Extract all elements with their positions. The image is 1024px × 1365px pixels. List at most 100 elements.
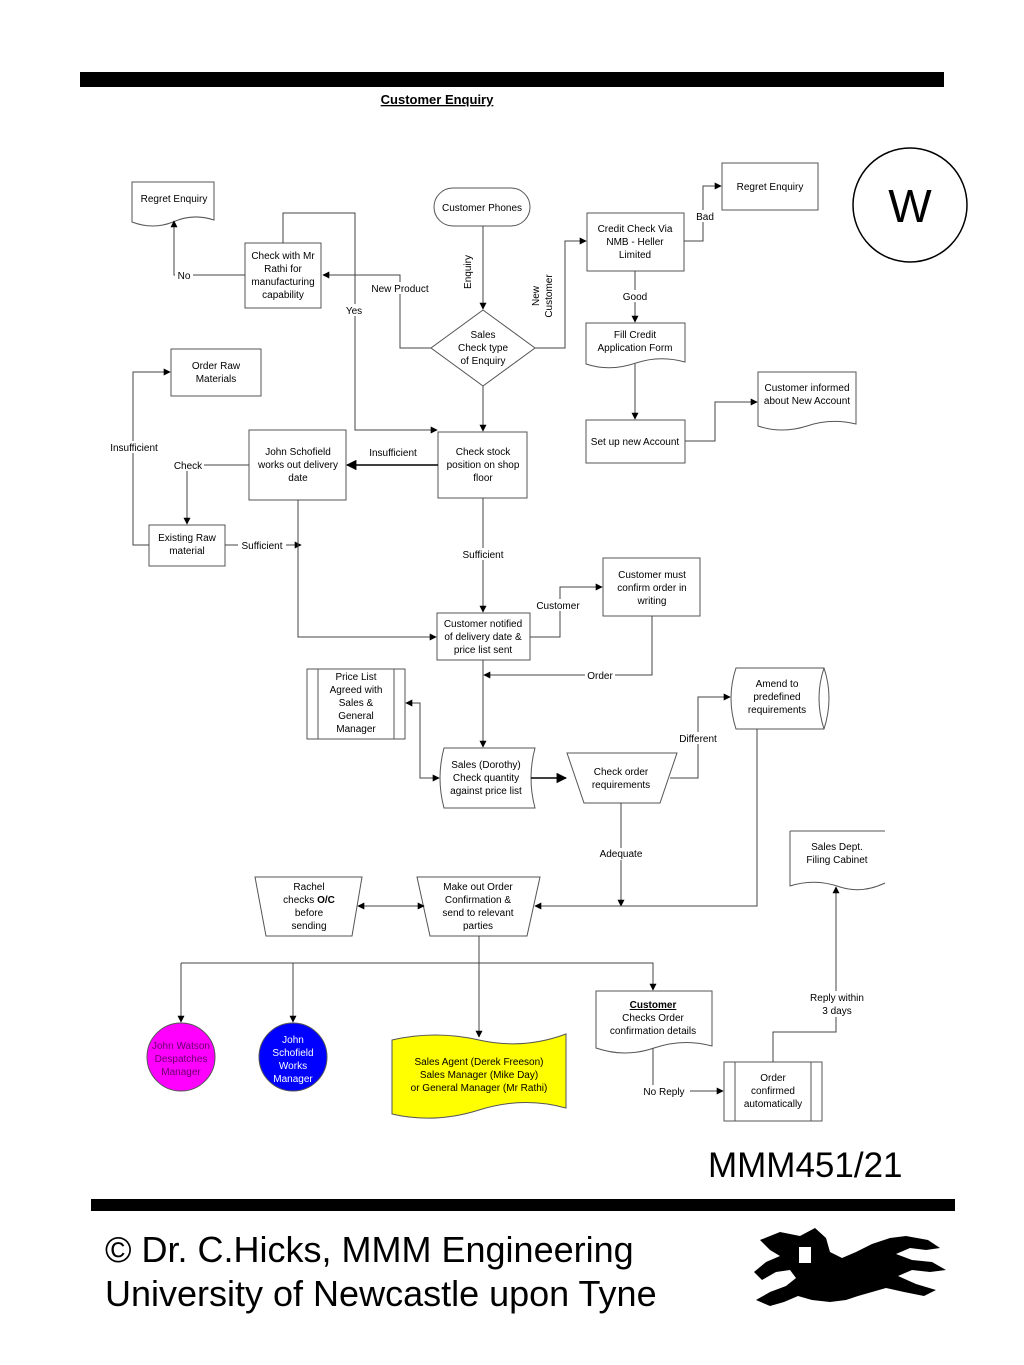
existing-raw-label-1: Existing Raw — [158, 533, 217, 544]
rachel-label-2: checks O/C — [283, 895, 335, 906]
customer-checks-label-3: confirmation details — [610, 1026, 696, 1037]
edge-label-sufficient-mid: Sufficient — [463, 550, 504, 561]
customer-phones-label: Customer Phones — [442, 203, 522, 214]
sales-agent-label-1: Sales Agent (Derek Freeson) — [415, 1057, 544, 1068]
customer-informed-node — [757, 371, 857, 431]
sales-dorothy-label-1: Sales (Dorothy) — [451, 760, 520, 771]
existing-raw-node — [148, 524, 226, 567]
rachel-label-2b: O/C — [317, 895, 335, 906]
price-list-label-4: General — [338, 711, 374, 722]
edge-label-enquiry: Enquiry — [463, 255, 474, 289]
sales-check-label-1: Sales — [470, 330, 495, 341]
order-confirmed-label-1: Order — [760, 1073, 786, 1084]
john-schofield-label-2: works out delivery — [257, 460, 338, 471]
customer-informed-label-2: about New Account — [764, 396, 850, 407]
edge-label-order: Order — [587, 671, 613, 682]
price-list-node — [306, 668, 406, 740]
order-confirmed-node — [723, 1061, 823, 1122]
john-schofield-wm-label-3: Works — [279, 1061, 307, 1072]
top-bar — [80, 72, 944, 87]
university-lion-logo — [754, 1228, 946, 1306]
rachel-label-3: before — [295, 908, 324, 919]
sales-filing-node — [789, 830, 886, 891]
john-schofield-wm-node — [258, 1022, 328, 1092]
edge-label-bad: Bad — [696, 212, 714, 223]
badge-circle — [852, 147, 968, 263]
bottom-bar — [91, 1199, 955, 1211]
check-rathi-label-4: capability — [262, 290, 304, 301]
sales-agent-node — [391, 1033, 567, 1119]
check-rathi-node — [244, 242, 322, 309]
john-schofield-wm-label-1: John — [282, 1035, 304, 1046]
rachel-label-2a: checks — [283, 895, 314, 906]
page-title: Customer Enquiry — [381, 92, 494, 107]
john-schofield-wm-label-4: Manager — [273, 1074, 313, 1085]
edge-label-insufficient-left: Insufficient — [110, 443, 158, 454]
regret-left-label: Regret Enquiry — [141, 194, 208, 205]
sales-filing-label-2: Filing Cabinet — [806, 855, 867, 866]
amend-label-1: Amend to — [756, 679, 799, 690]
regret-enquiry-right-node — [721, 162, 819, 211]
check-stock-label-3: floor — [473, 473, 493, 484]
edge-label-different: Different — [679, 734, 717, 745]
price-list-label-3: Sales & — [339, 698, 374, 709]
footer-line-2: University of Newcastle upon Tyne — [105, 1273, 657, 1314]
check-stock-label-2: position on shop — [447, 460, 520, 471]
fill-credit-label-2: Application Form — [597, 343, 672, 354]
amend-label-2: predefined — [753, 692, 800, 703]
customer-must-label-1: Customer must — [618, 570, 686, 581]
sales-check-label-2: Check type — [458, 343, 508, 354]
existing-raw-label-2: material — [169, 546, 205, 557]
sales-dorothy-node — [439, 747, 536, 809]
make-order-label-2: Confirmation & — [445, 895, 511, 906]
badge-letter: W — [888, 180, 932, 232]
rachel-label-1: Rachel — [293, 882, 324, 893]
edge-label-no-reply: No Reply — [643, 1087, 684, 1098]
edge-label-good: Good — [623, 292, 647, 303]
sales-dorothy-label-2: Check quantity — [453, 773, 519, 784]
order-raw-node — [170, 348, 262, 397]
john-watson-label-2: Despatches — [155, 1054, 208, 1065]
price-list-label-2: Agreed with — [330, 685, 383, 696]
john-schofield-delivery-node — [248, 429, 347, 501]
customer-must-label-3: writing — [637, 596, 667, 607]
price-list-label-5: Manager — [336, 724, 376, 735]
edge-label-yes: Yes — [346, 306, 362, 317]
check-rathi-label-2: Rathi for — [264, 264, 302, 275]
set-up-account-label: Set up new Account — [591, 437, 680, 448]
footer-line-1: © Dr. C.Hicks, MMM Engineering — [105, 1229, 634, 1270]
page-code: MMM451/21 — [708, 1146, 903, 1185]
customer-notified-label-1: Customer notified — [444, 619, 522, 630]
customer-notified-node — [436, 612, 531, 661]
check-rathi-label-1: Check with Mr — [251, 251, 315, 262]
check-rathi-label-3: manufacturing — [251, 277, 314, 288]
sales-agent-label-3: or General Manager (Mr Rathi) — [411, 1083, 548, 1094]
rachel-label-4: sending — [291, 921, 326, 932]
check-order-node — [566, 752, 678, 804]
set-up-account-node — [585, 419, 686, 464]
john-watson-label-3: Manager — [161, 1067, 201, 1078]
credit-check-label-3: Limited — [619, 250, 651, 261]
check-order-label-1: Check order — [594, 767, 649, 778]
price-list-label-1: Price List — [335, 672, 376, 683]
edge-label-new-customer-2: Customer — [544, 274, 555, 318]
john-watson-label-1: John Watson — [152, 1041, 210, 1052]
credit-check-label-2: NMB - Heller — [606, 237, 664, 248]
sales-dorothy-label-3: against price list — [450, 786, 522, 797]
make-order-label-3: send to relevant — [442, 908, 513, 919]
make-order-label-4: parties — [463, 921, 493, 932]
sales-filing-label-1: Sales Dept. — [811, 842, 863, 853]
order-confirmed-label-3: automatically — [744, 1099, 802, 1110]
fill-credit-node — [585, 322, 686, 369]
edge-label-sufficient-left: Sufficient — [242, 541, 283, 552]
customer-phones-node — [433, 187, 531, 227]
edge-label-adequate: Adequate — [600, 849, 643, 860]
rachel-node — [254, 876, 363, 937]
customer-notified-label-3: price list sent — [454, 645, 513, 656]
john-schofield-wm-label-2: Schofield — [272, 1048, 313, 1059]
john-watson-node — [146, 1022, 216, 1092]
john-schofield-label-1: John Schofield — [265, 447, 331, 458]
edge-label-customer: Customer — [536, 601, 580, 612]
check-order-label-2: requirements — [592, 780, 650, 791]
edge-label-reply-2: 3 days — [822, 1006, 851, 1017]
